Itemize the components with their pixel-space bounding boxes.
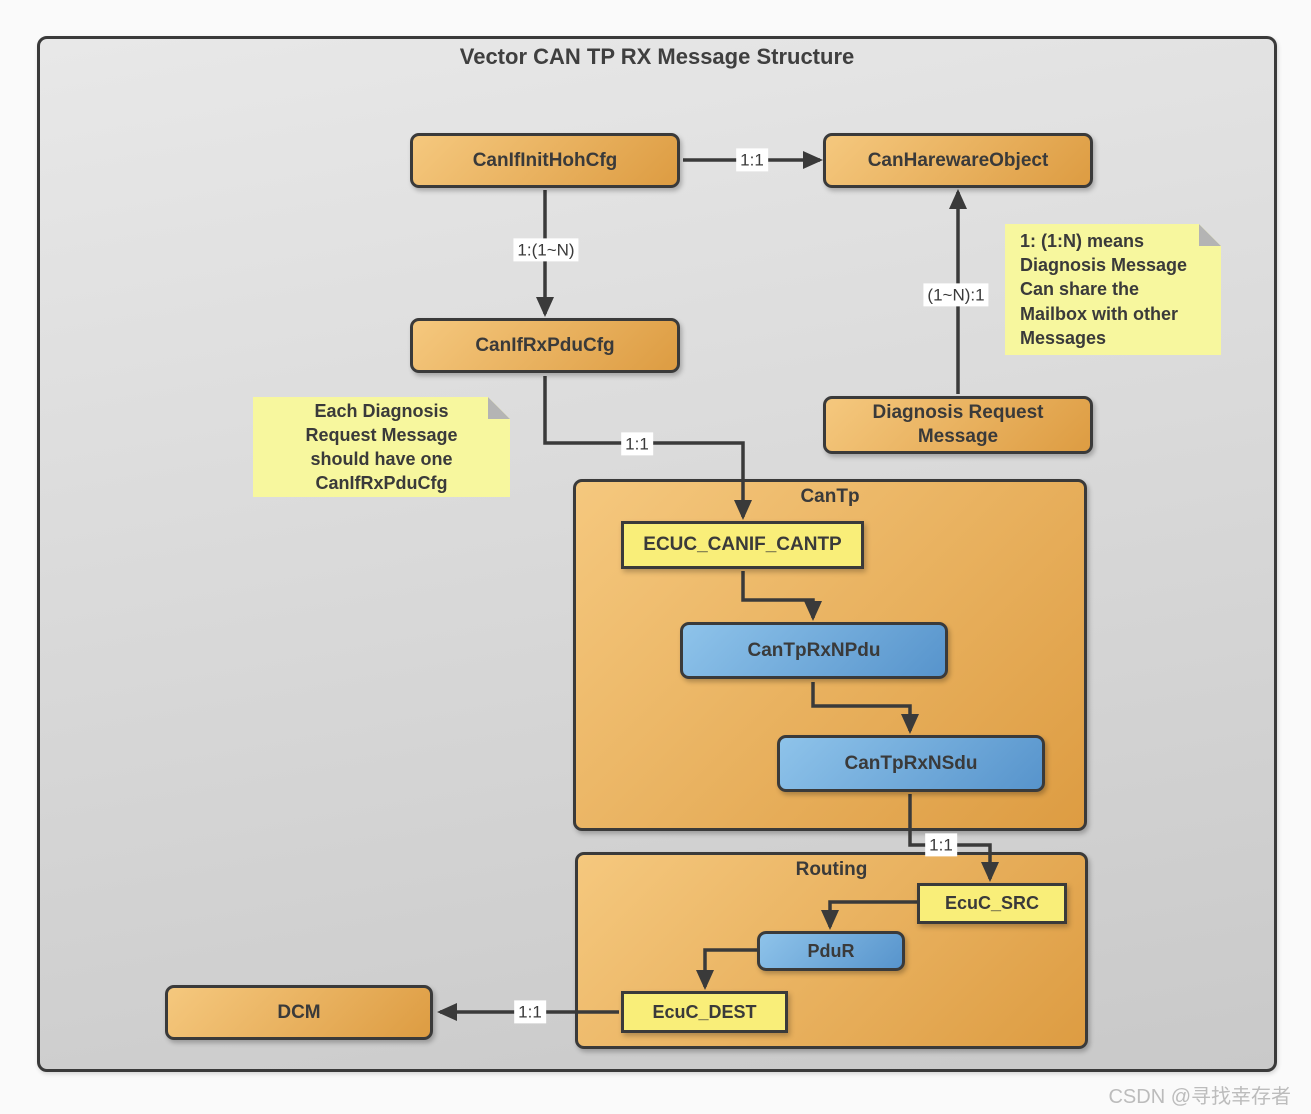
note-right-text: 1: (1:N) means Diagnosis Message Can sha… [1020, 231, 1188, 348]
edge-pdur-to-ecucdest [696, 948, 757, 990]
note-each-diagnosis: Each Diagnosis Request Message should ha… [253, 397, 510, 497]
group-cantp-label: CanTp [800, 486, 860, 507]
edge-label-nsdu-src: 1:1 [925, 833, 957, 857]
edge-label-inithoh-rxpdu: 1:(1~N) [513, 238, 579, 262]
node-canharewareobject: CanHarewareObject [823, 133, 1093, 188]
node-dcm: DCM [165, 985, 433, 1040]
edge-ecuccanifcantp-to-rxnpdu [741, 571, 822, 621]
edge-label-rxpdu-cantp: 1:1 [621, 432, 653, 456]
node-pdur: PduR [757, 931, 905, 971]
diagram-title: Vector CAN TP RX Message Structure [459, 44, 855, 69]
note-mailbox-share: 1: (1:N) means Diagnosis Message Can sha… [1005, 224, 1221, 355]
note-left-text: Each Diagnosis Request Message should ha… [305, 400, 458, 494]
edge-ecucsrc-to-pdur [821, 900, 917, 930]
node-canifinithohcfg: CanIfInitHohCfg [410, 133, 680, 188]
node-cantprxnpdu: CanTpRxNPdu [680, 622, 948, 679]
edge-label-dest-dcm: 1:1 [514, 1000, 546, 1024]
node-canifrxpducfg: CanIfRxPduCfg [410, 318, 680, 373]
node-ecuc-canif-cantp: ECUC_CANIF_CANTP [621, 521, 864, 569]
node-cantprxnsdu: CanTpRxNSdu [777, 735, 1045, 792]
watermark: CSDN @寻找幸存者 [1108, 1086, 1291, 1108]
node-ecuc-dest: EcuC_DEST [621, 991, 788, 1033]
group-routing-label: Routing [795, 859, 868, 880]
node-diagnosis-request-message: Diagnosis Request Message [823, 396, 1093, 454]
edge-label-diag-hw: (1~N):1 [923, 283, 989, 307]
node-ecuc-src: EcuC_SRC [917, 883, 1067, 924]
edge-rxnpdu-to-rxnsdu [811, 682, 919, 734]
edge-label-inithoh-hw: 1:1 [736, 148, 768, 172]
